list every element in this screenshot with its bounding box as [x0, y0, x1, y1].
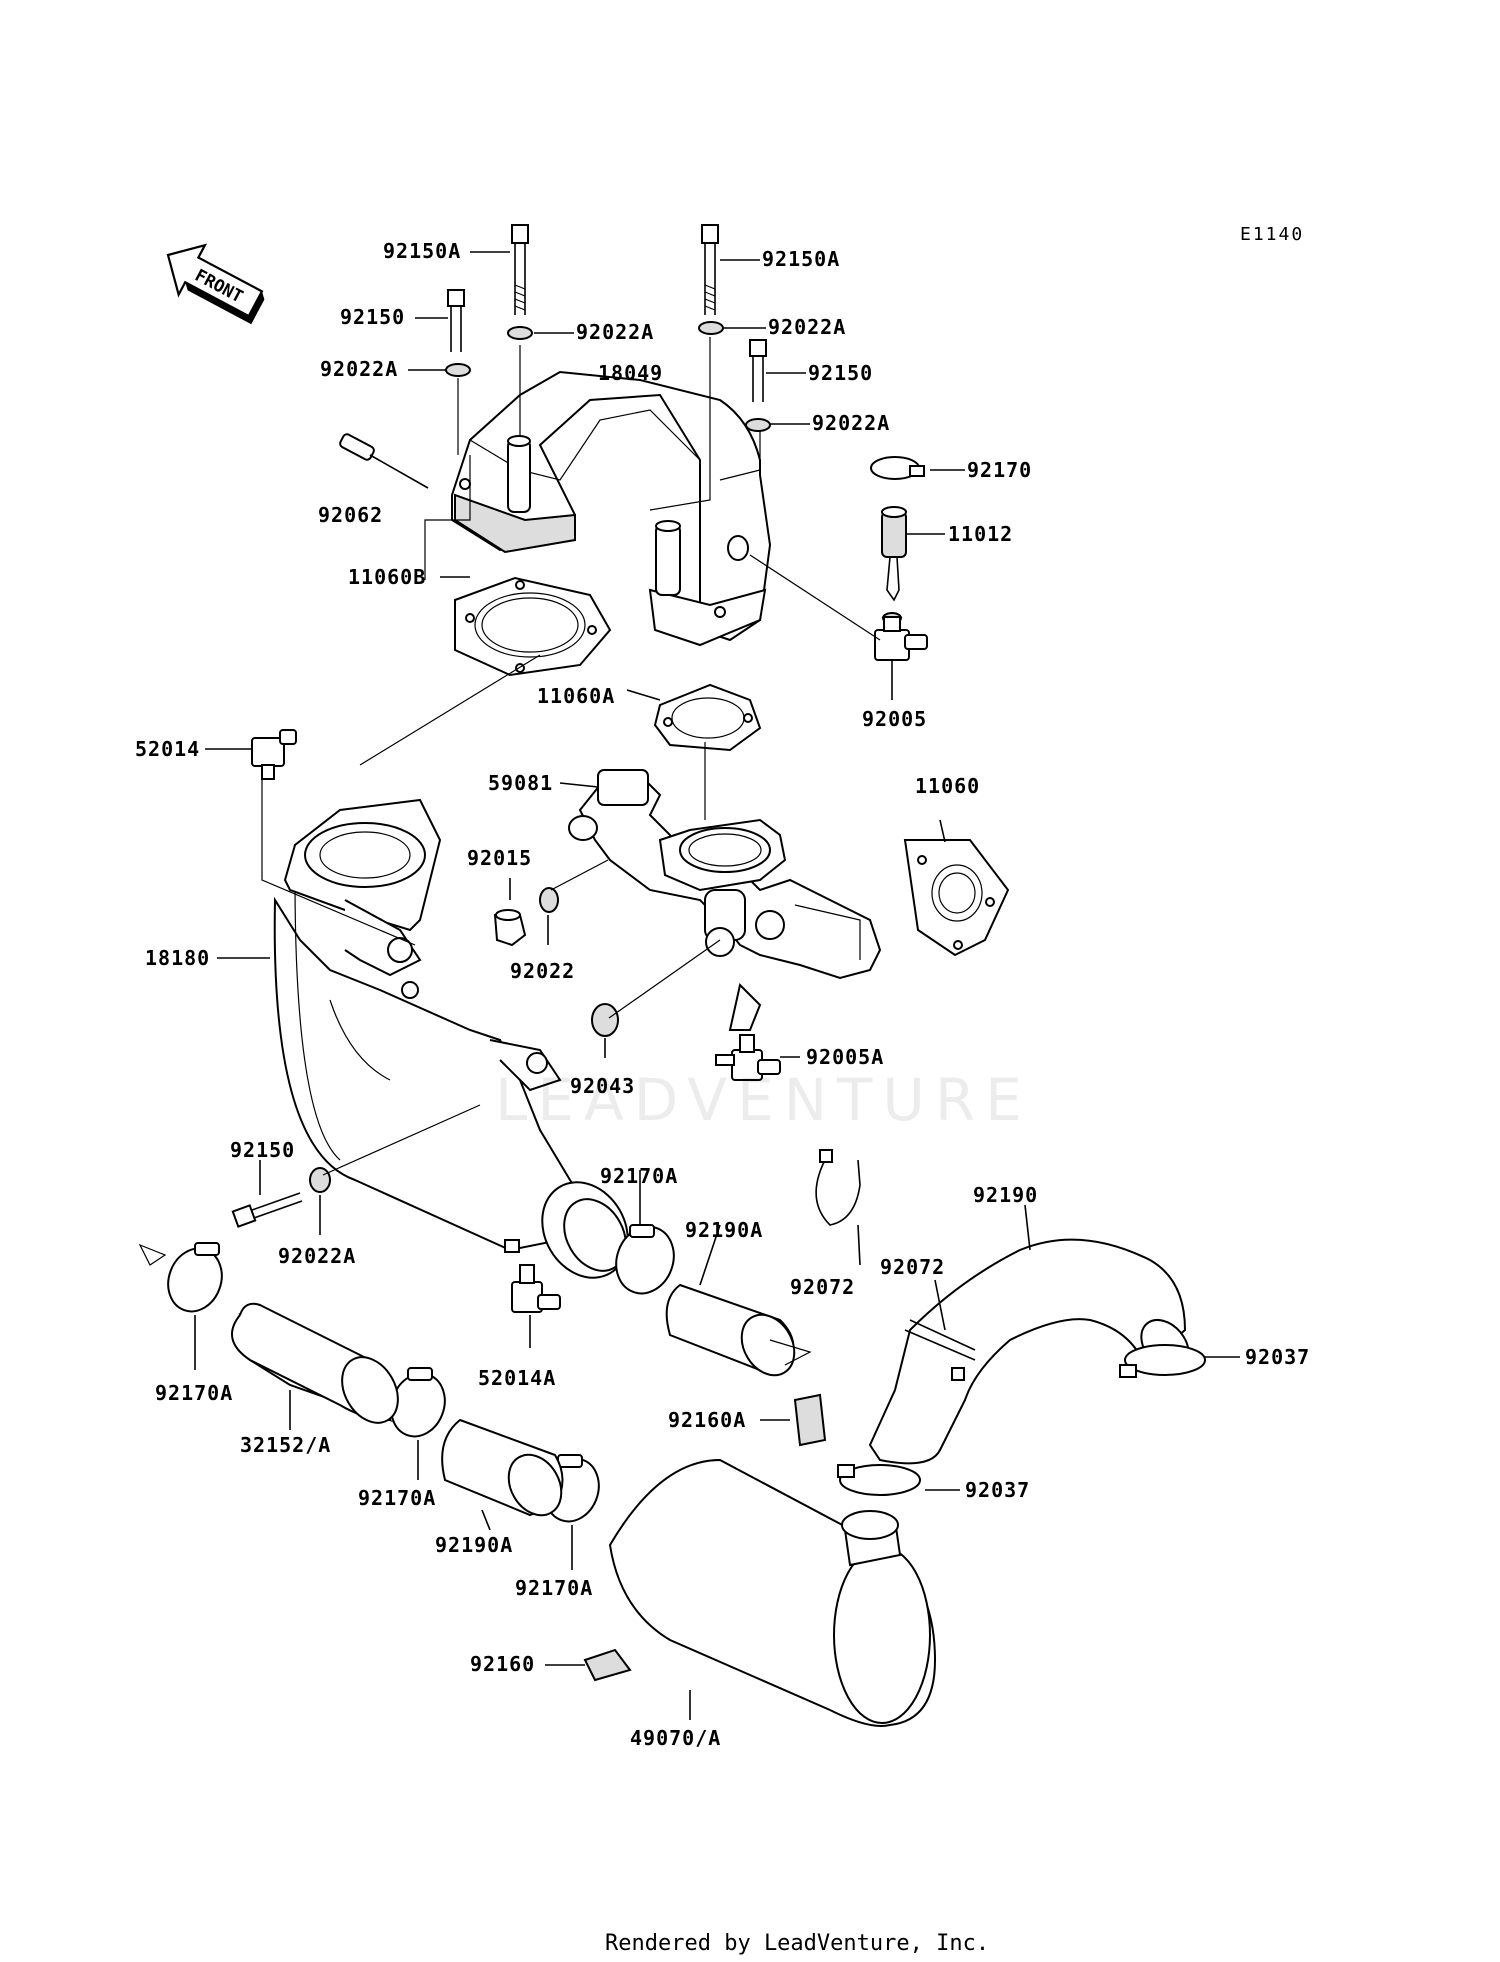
nut-92015 [493, 909, 527, 947]
clamp-92170A-1 [167, 1242, 223, 1313]
label-11060: 11060 [915, 774, 980, 798]
label-92170A-2: 92170A [155, 1381, 233, 1405]
label-18180: 18180 [145, 946, 210, 970]
label-92170A-4: 92170A [515, 1576, 593, 1600]
label-92170A-3: 92170A [358, 1486, 436, 1510]
clamp-92170A-2 [615, 1224, 675, 1295]
label-92072-1: 92072 [790, 1275, 855, 1299]
fitting-52014A [511, 1264, 561, 1313]
label-59081: 59081 [488, 771, 553, 795]
exhaust-pipe-59081 [568, 769, 882, 1031]
label-92150A-2: 92150A [762, 247, 840, 271]
expansion-chamber-18180 [273, 798, 629, 1279]
clamp-92170 [870, 456, 925, 480]
label-92022A-3: 92022A [320, 357, 398, 381]
hose-32152A [231, 1302, 399, 1424]
washer-92022A-lower [309, 1167, 331, 1193]
label-92150-3: 92150 [230, 1138, 295, 1162]
cap-11012 [881, 506, 907, 602]
label-92190A-2: 92190A [435, 1533, 513, 1557]
washer-92022A-1 [507, 326, 533, 340]
label-92037-2: 92037 [965, 1478, 1030, 1502]
footer-credit: Rendered by LeadVenture, Inc. [605, 1931, 989, 1956]
clamp-92037-1 [1119, 1344, 1206, 1378]
exhaust-manifold-18049 [451, 370, 772, 647]
bolt-92150-lower [231, 1192, 303, 1228]
label-92022A-4: 92022A [812, 411, 890, 435]
gasket-plate-11060 [903, 839, 1010, 957]
label-92022A-2: 92022A [768, 315, 846, 339]
label-92022: 92022 [510, 959, 575, 983]
washer-92022 [539, 887, 559, 913]
collar-92043 [591, 1003, 619, 1037]
tie-92072-1 [815, 1149, 861, 1226]
callout-labels: 92150A 92150A 92150 92022A 92022A 92022A… [135, 239, 1310, 1750]
label-92015: 92015 [467, 846, 532, 870]
washer-92022A-2 [698, 321, 724, 335]
label-92005A: 92005A [806, 1045, 884, 1069]
hose-92190A-lower [441, 1418, 564, 1517]
front-arrow-icon: FRONT [166, 243, 265, 325]
pad-92160 [583, 1648, 632, 1682]
fitting-52014 [251, 729, 297, 780]
fitting-92005A [715, 1034, 781, 1081]
label-92170: 92170 [967, 458, 1032, 482]
label-92150A-1: 92150A [383, 239, 461, 263]
muffler-49070A [608, 1458, 937, 1727]
label-92150-1: 92150 [340, 305, 405, 329]
nipple-92062 [339, 433, 429, 489]
label-92150-2: 92150 [808, 361, 873, 385]
label-92037-1: 92037 [1245, 1345, 1310, 1369]
clamp-92037-2 [837, 1464, 921, 1496]
gasket-11060B [454, 576, 612, 677]
label-92005: 92005 [862, 707, 927, 731]
label-32152A: 32152/A [240, 1433, 331, 1457]
leader-lines [138, 251, 1240, 1720]
washer-92022A-3 [445, 363, 471, 377]
bolt-92150-left [447, 289, 465, 352]
bolt-92150A-left [511, 224, 529, 315]
pad-92160A [793, 1393, 827, 1447]
label-11060A: 11060A [537, 684, 615, 708]
gasket-11060A [653, 683, 762, 752]
label-92160: 92160 [470, 1652, 535, 1676]
diagram-code: E1140 [1240, 224, 1304, 245]
label-92022A-1: 92022A [576, 320, 654, 344]
label-92062: 92062 [318, 503, 383, 527]
label-92072-2: 92072 [880, 1255, 945, 1279]
label-52014A: 52014A [478, 1366, 556, 1390]
label-92170A-1: 92170A [600, 1164, 678, 1188]
label-52014: 52014 [135, 737, 200, 761]
bolt-92150-right [749, 339, 767, 402]
label-11012: 11012 [948, 522, 1013, 546]
bolt-92150A-right [701, 224, 719, 315]
fitting-92005 [874, 612, 928, 661]
label-11060B: 11060B [348, 565, 426, 589]
label-92022A-5: 92022A [278, 1244, 356, 1268]
washer-92022A-4 [745, 418, 771, 432]
label-92160A: 92160A [668, 1408, 746, 1432]
label-92190A-1: 92190A [685, 1218, 763, 1242]
label-92190: 92190 [973, 1183, 1038, 1207]
label-49070A: 49070/A [630, 1726, 721, 1750]
label-18049: 18049 [598, 361, 663, 385]
watermark: LEADVENTURE [495, 1066, 1032, 1134]
hose-92190A-upper [665, 1283, 796, 1377]
label-92043: 92043 [570, 1074, 635, 1098]
